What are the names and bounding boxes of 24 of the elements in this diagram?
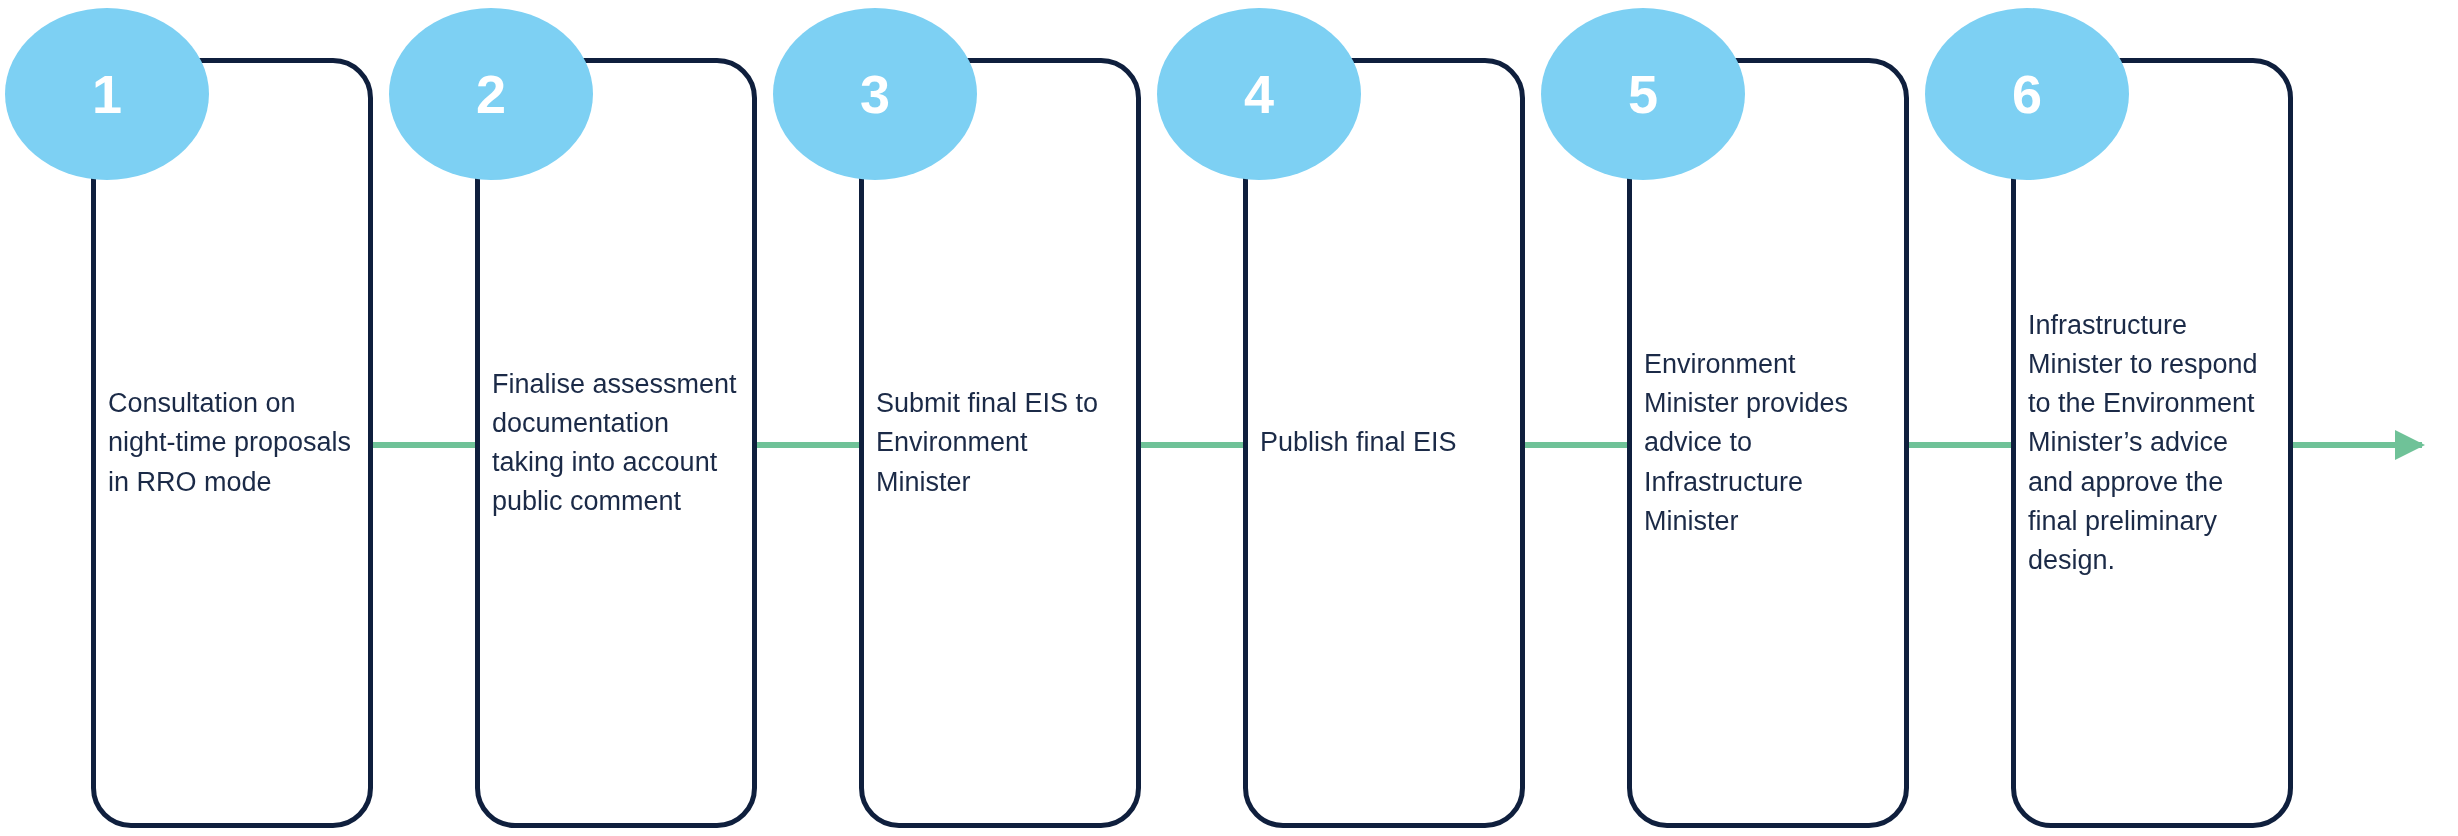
connector-line <box>1909 442 2011 448</box>
step-box <box>859 58 1141 828</box>
connector-line <box>1141 442 1243 448</box>
step-text: Environment Minister provides advice to Infrastructure Minister <box>1644 348 1850 538</box>
step-text: Publish final EIS <box>1260 426 1458 460</box>
step-number-circle: 5 <box>1541 8 1745 180</box>
step-box <box>2011 58 2293 828</box>
connector-line <box>757 442 859 448</box>
step-box <box>1243 58 1525 828</box>
step-number-circle: 4 <box>1157 8 1361 180</box>
step-box <box>475 58 757 828</box>
step-text: Submit final EIS to Environment Minister <box>876 387 1100 499</box>
connector-line <box>1525 442 1627 448</box>
step-text: Consultation on night-time proposals in RRO mode <box>108 387 353 499</box>
step-box <box>1627 58 1909 828</box>
connector-line <box>373 442 475 448</box>
step-text: Infrastructure Minister to respond to the Environment Minister’s advice and approve the final preliminary design. <box>2028 309 2259 577</box>
step-number-circle: 1 <box>5 8 209 180</box>
step-number-circle: 6 <box>1925 8 2129 180</box>
arrow <box>2293 430 2425 460</box>
step-box <box>91 58 373 828</box>
step-number-circle: 2 <box>389 8 593 180</box>
step-number-circle: 3 <box>773 8 977 180</box>
step-text: Finalise assessment documentation taking into account public comment <box>492 367 738 519</box>
